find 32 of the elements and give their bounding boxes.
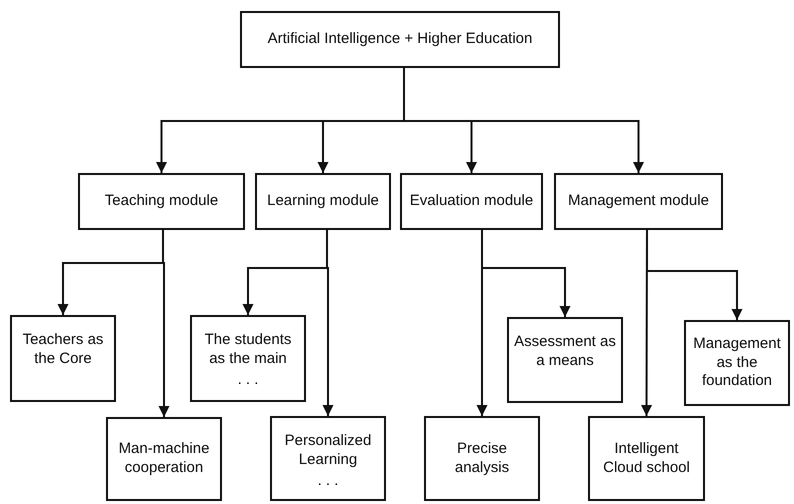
box-label: The students as the main: [204, 331, 292, 368]
process-box: [507, 317, 623, 403]
box-label: Personalized Learning: [284, 432, 372, 470]
process-box: [106, 417, 222, 501]
box-label: Learning module: [267, 192, 379, 211]
ellipsis-text: . . .: [318, 472, 338, 490]
process-box: [684, 320, 790, 406]
title-box: [240, 11, 560, 68]
process-box: [78, 173, 245, 230]
box-label: Teachers as the Core: [22, 331, 104, 368]
process-box: [270, 416, 386, 501]
box-label: Management as the foundation: [692, 334, 782, 392]
ellipsis-text: . . .: [238, 370, 258, 390]
box-label: Intelligent Cloud school: [602, 440, 691, 478]
process-box: [588, 416, 705, 501]
box-label: Management module: [568, 192, 709, 211]
box-label: Assessment as a means: [513, 333, 617, 370]
box-label: Artificial Intelligence + Higher Education: [268, 30, 532, 49]
box-label: Precise analysis: [454, 440, 510, 478]
box-label: Man-machine cooperation: [118, 440, 210, 478]
process-box: [400, 173, 543, 230]
process-box: [255, 173, 391, 230]
arrow: [476, 230, 488, 416]
arrow: [322, 230, 334, 416]
process-box: [190, 315, 306, 402]
process-box: [10, 315, 116, 402]
box-label: Evaluation module: [410, 192, 534, 211]
process-box: [424, 416, 540, 501]
process-box: [554, 173, 723, 230]
box-label: Teaching module: [104, 192, 218, 211]
arrow: [641, 230, 652, 416]
arrow: [403, 68, 644, 173]
